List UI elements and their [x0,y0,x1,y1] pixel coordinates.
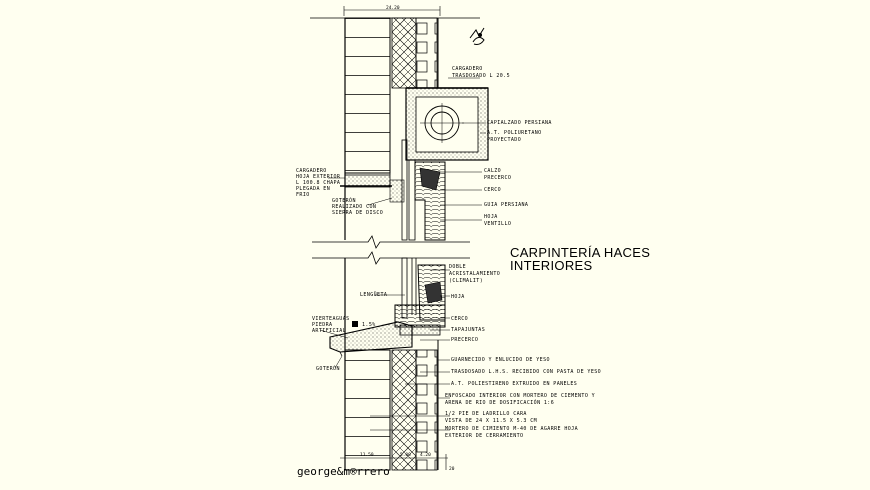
label-slope: 1.5% [362,322,376,328]
label-enfoscado-1: ENFOSCADO INTERIOR CON MORTERO DE CIEMEN… [445,393,595,399]
label-mortero-2: EXTERIOR DE CERRAMIENTO [445,433,523,439]
sill-stone [329,321,413,357]
label-vierteaguas-1: VIERTEAGUAS [312,316,350,322]
label-cargadero-left-3: L 100.8 CHAPA [296,180,340,186]
label-hoja-vent-2: VENTILLO [484,221,511,227]
label-lengueta: LENGÜETA [360,291,387,298]
hollow-brick-lower [415,349,438,471]
label-hoja: HOJA [451,294,465,300]
window-head-frame [340,139,446,241]
label-goteron-top-3: SIERRA DE DISCO [332,210,383,216]
dim-bottom-3: 4.20 [420,452,431,458]
label-trasdosado: TRASDOSADO L.H.S. RECIBIDO CON PASTA DE … [451,369,601,375]
label-doble-1: DOBLE [449,264,466,270]
dim-bottom-4: 20 [449,466,455,472]
label-calzo-2: PRECERCO [484,175,511,181]
label-doble-3: (CLIMALIT) [449,278,483,284]
brick-wall-lower [344,349,391,471]
dim-bottom-2: 5.00 [400,452,411,458]
label-precerco: PRECERCO [451,337,478,343]
top-dimension: 24.20 [343,5,441,16]
label-tapajuntas: TAPAJUNTAS [451,327,485,333]
label-poliestireno: A.T. POLIESTIRENO EXTRUIDO EN PANELES [451,381,577,387]
annotation-labels: CARGADERO TRASDOSADO L 20.5 CAPIALZADO P… [296,66,601,439]
label-poliuretano-1: A.T. POLIURETANO [487,130,542,136]
label-mortero-1: MORTERO DE CIMIENTO M-40 DE AGARRE HOJA [445,426,578,432]
label-pie-ladrillo-2: VISTA DE 24 X 11.5 X 5.3 CM [445,418,537,424]
label-hoja-vent-1: HOJA [484,214,498,220]
label-calzo-1: CALZO [484,168,501,174]
window-sill-frame [394,257,446,336]
shutter-box [405,87,489,161]
slope-marker [352,321,358,327]
label-guarnecido: GUARNECIDO Y ENLUCIDO DE YESO [451,357,550,363]
label-enfoscado-2: ARENA DE RIO DE DOSIFICACIÓN 1:6 [445,399,554,406]
author-signature: george&m®rrero [297,465,390,478]
label-goteron-bottom: GOTERÓN [316,365,340,372]
label-cerco-bottom: CERCO [451,316,468,322]
label-cerco-top: CERCO [484,187,501,193]
label-cargadero-top-2: TRASDOSADO L 20.5 [452,73,510,79]
label-doble-2: ACRISTALAMIENTO [449,271,500,277]
insulation-upper [391,17,417,89]
label-vierteaguas-2: PIEDRA [312,322,332,328]
label-capialzado: CAPIALZADO PERSIANA [487,120,552,126]
label-guia: GUIA PERSIANA [484,202,528,208]
bottom-dimension: 11.50 5.00 4.20 20 [340,452,455,472]
north-arrow-logo-icon [469,27,485,45]
label-cargadero-left-5: FRIO [296,192,310,198]
dim-bottom-1: 11.50 [360,452,374,458]
dimension-top-text: 24.20 [386,5,400,11]
leader-lines [319,77,486,431]
label-cargadero-left-2: HOJA EXTERIOR [296,174,341,180]
drawing-title-line-1: CARPINTERÍA HACES [510,245,650,260]
label-goteron-top-1: GOTERÓN [332,197,356,204]
label-pie-ladrillo-1: 1/2 PIE DE LADRILLO CARA [445,411,527,417]
brick-wall-upper [344,17,391,240]
hollow-brick-upper [415,17,438,89]
label-poliuretano-2: PROYECTADO [487,137,521,143]
label-cargadero-left-4: PLEGADA EN [296,186,330,192]
drawing-title-line-2: INTERIORES [510,258,592,273]
label-goteron-top-2: REALIZADO CON [332,204,376,210]
label-cargadero-top-1: CARGADERO [452,66,483,72]
insulation-lower [391,349,417,471]
label-vierteaguas-3: ARTIFICIAL [312,328,346,334]
label-cargadero-left-1: CARGADERO [296,168,327,174]
